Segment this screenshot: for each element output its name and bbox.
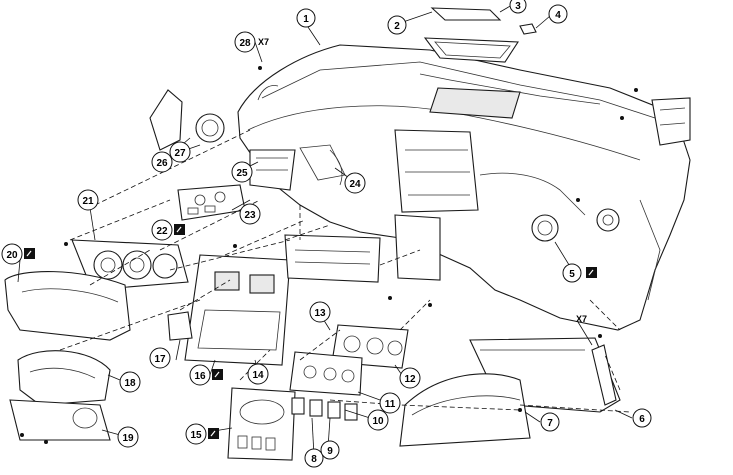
callout-9: 9 (320, 440, 340, 460)
svg-text:24: 24 (349, 179, 361, 190)
svg-text:6: 6 (639, 414, 645, 425)
service-manual-icon (24, 248, 35, 259)
callout-16: 16 (189, 364, 211, 386)
callout-12: 12 (399, 367, 421, 389)
callout-7: 7 (540, 412, 560, 432)
callout-25: 25 (231, 161, 253, 183)
svg-text:18: 18 (124, 378, 136, 389)
svg-text:26: 26 (156, 158, 168, 169)
svg-text:13: 13 (314, 308, 326, 319)
svg-text:16: 16 (194, 371, 206, 382)
service-manual-icon (208, 428, 219, 439)
callout-20: 20 (1, 243, 23, 265)
callout-15: 15 (185, 423, 207, 445)
callout-27: 27 (169, 141, 191, 163)
heater-control (289, 351, 363, 396)
callout-26: 26 (151, 151, 173, 173)
callout-18: 18 (119, 371, 141, 393)
svg-text:19: 19 (122, 433, 134, 444)
svg-text:3: 3 (515, 1, 521, 12)
svg-text:14: 14 (252, 370, 264, 381)
hazard-switch (167, 311, 193, 341)
svg-text:8: 8 (311, 454, 317, 465)
svg-text:11: 11 (385, 399, 396, 410)
assembly-lines (59, 129, 631, 413)
callout-11: 11 (379, 392, 401, 414)
callout-17: 17 (149, 347, 171, 369)
svg-text:9: 9 (327, 446, 333, 457)
svg-text:17: 17 (154, 354, 166, 365)
fasteners (20, 66, 638, 444)
callout-10: 10 (367, 409, 389, 431)
service-manual-icon (212, 369, 223, 380)
svg-text:15: 15 (190, 430, 202, 441)
svg-text:28: 28 (239, 38, 251, 49)
cluster-hood (4, 271, 131, 341)
left-side-trim (149, 89, 296, 191)
callout-6: 6 (632, 408, 652, 428)
svg-text:4: 4 (555, 10, 561, 21)
service-manual-icon (586, 267, 597, 278)
svg-text:25: 25 (236, 168, 248, 179)
quantity-marks: X7 X7 (258, 37, 587, 324)
service-manual-icons (24, 224, 597, 439)
glove-box (399, 337, 621, 447)
svg-text:21: 21 (82, 196, 94, 207)
switch-block (177, 184, 246, 221)
callout-13: 13 (309, 301, 331, 323)
callout-4: 4 (548, 4, 568, 24)
svg-text:7: 7 (547, 418, 553, 429)
callout-8: 8 (304, 448, 324, 468)
svg-text:23: 23 (244, 210, 256, 221)
callout-3: 3 (509, 0, 527, 14)
svg-text:20: 20 (6, 250, 18, 261)
svg-text:22: 22 (156, 226, 168, 237)
clip-part (519, 23, 537, 35)
callout-2: 2 (387, 15, 407, 35)
callout-28: 28 (234, 31, 256, 53)
svg-text:2: 2 (394, 21, 400, 32)
storage-lid (423, 7, 519, 63)
radio-unit (284, 234, 381, 283)
dashboard-panel (237, 44, 691, 331)
svg-text:1: 1 (303, 14, 309, 25)
callout-14: 14 (247, 363, 269, 385)
callout-19: 19 (117, 426, 139, 448)
callout-22: 22 (151, 219, 173, 241)
callout-21: 21 (77, 189, 99, 211)
service-manual-icon (174, 224, 185, 235)
svg-text:12: 12 (404, 374, 416, 385)
svg-text:10: 10 (372, 416, 384, 427)
callout-5: 5 (562, 263, 582, 283)
callout-23: 23 (239, 203, 261, 225)
svg-text:5: 5 (569, 269, 575, 280)
callout-1: 1 (296, 8, 316, 28)
quantity-mark-6: X7 (576, 314, 587, 324)
center-bezel (184, 254, 291, 366)
steering-column-cover (9, 350, 111, 441)
callouts: 1 2 3 4 5 6 7 8 9 10 11 12 13 14 15 16 1… (1, 0, 652, 468)
lower-switch-panel (227, 387, 296, 461)
svg-text:27: 27 (174, 148, 186, 159)
callout-24: 24 (344, 172, 366, 194)
quantity-mark-28: X7 (258, 37, 269, 47)
